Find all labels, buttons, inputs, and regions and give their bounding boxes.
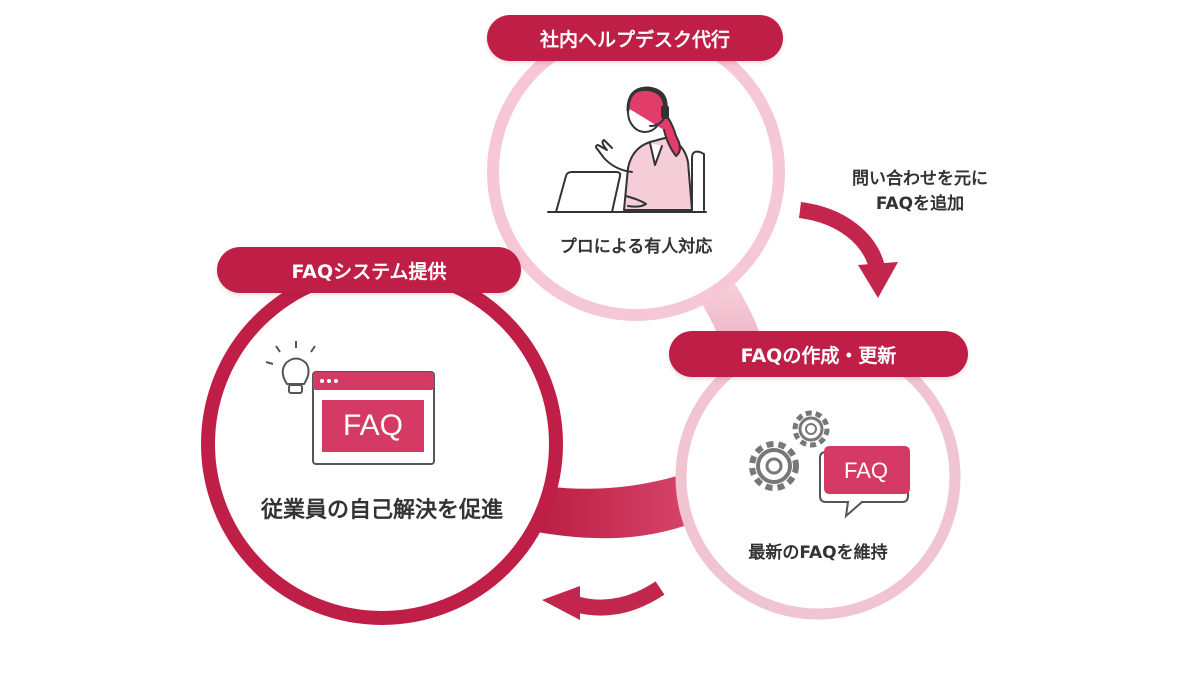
arrow-note: 問い合わせを元に FAQを追加 (820, 167, 1020, 217)
faq-window-icon (265, 341, 435, 465)
gears-faq-icon (749, 410, 910, 519)
update-circle (675, 334, 961, 620)
operator-illustration (547, 86, 707, 213)
update-caption: 最新のFAQを維持 (748, 543, 888, 563)
arrow-bottom-icon (542, 581, 665, 620)
arrow-note-line2: FAQを追加 (875, 194, 965, 214)
update-title: FAQの作成・更新 (669, 331, 968, 377)
system-title: FAQシステム提供 (217, 247, 521, 293)
arrow-right-icon (798, 202, 898, 298)
system-caption: 従業員の自己解決を促進 (260, 498, 503, 523)
helpdesk-caption: プロによる有人対応 (559, 237, 713, 257)
arrow-note-line1: 問い合わせを元に (852, 169, 988, 189)
update-faq-text: FAQ (844, 458, 888, 483)
system-faq-text: FAQ (343, 409, 403, 442)
helpdesk-title: 社内ヘルプデスク代行 (487, 15, 783, 61)
